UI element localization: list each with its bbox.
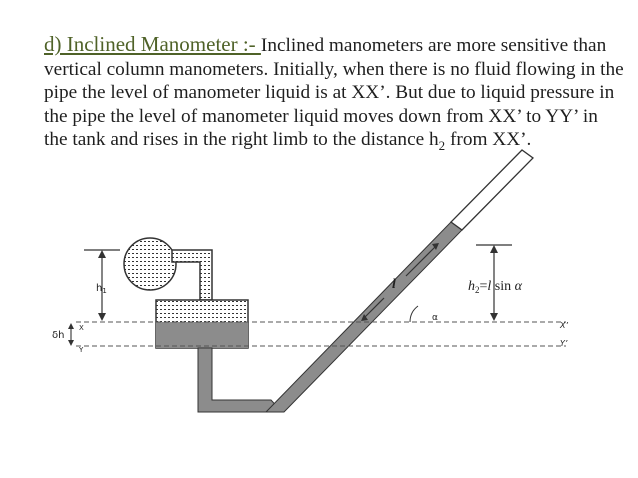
- text-paragraph: d) Inclined Manometer :- Inclined manome…: [44, 32, 624, 154]
- dh-arrow-down: [68, 340, 74, 346]
- l-label: l: [392, 277, 396, 292]
- alpha-label: α: [432, 313, 438, 323]
- l-arrow-line-upper: [405, 245, 437, 277]
- body-subscript: 2: [438, 138, 446, 154]
- l-arrow-upper-head: [432, 243, 439, 250]
- dh-label: δh: [52, 330, 64, 341]
- h2-arrow-down: [490, 313, 498, 321]
- bottom-pipe: [197, 347, 284, 413]
- h1-arrow-up: [98, 250, 106, 258]
- x-right-label: X’: [559, 321, 568, 330]
- bulb-connector: [171, 249, 213, 301]
- x-left-label: X: [79, 324, 84, 332]
- inclined-limb-empty: [450, 149, 534, 231]
- h1-arrow-down: [98, 313, 106, 321]
- h2-arrow-up: [490, 245, 498, 253]
- h2-formula: h2=l sin α: [468, 279, 523, 295]
- y-left-label: Y: [78, 346, 84, 354]
- body-text-tail: from XX’.: [445, 129, 532, 151]
- l-arrow-lower-head: [361, 314, 368, 321]
- section-heading: d) Inclined Manometer :-: [44, 32, 261, 56]
- dh-arrow-up: [68, 323, 74, 329]
- y-right-label: Y’: [560, 339, 568, 348]
- body-text: Inclined manometers are more sensitive t…: [44, 35, 624, 151]
- tank-liquid: [156, 322, 248, 348]
- l-arrow-line-lower: [363, 297, 385, 319]
- alpha-arc: [409, 305, 419, 323]
- h1-label: h1: [96, 283, 107, 295]
- pipe-bulb: [123, 237, 177, 291]
